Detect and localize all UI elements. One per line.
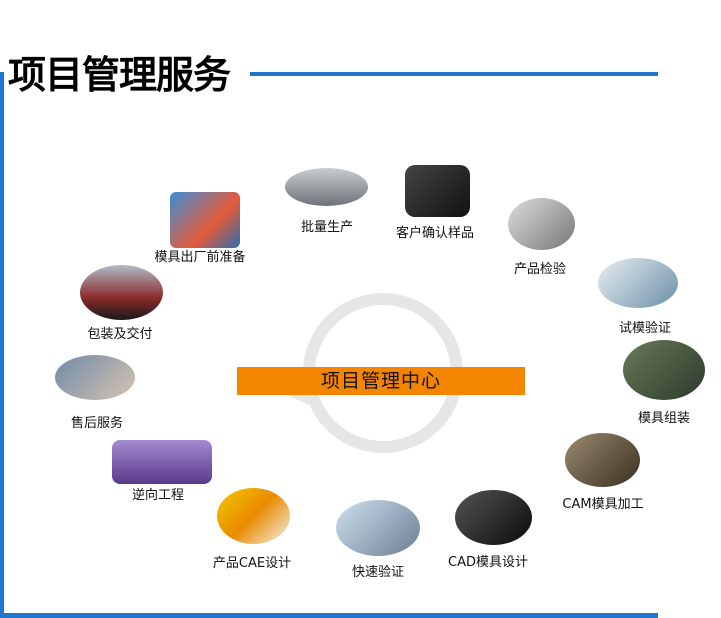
page-title: 项目管理服务 [8, 52, 233, 98]
reverse-engineering-icon [112, 440, 212, 484]
center-label: 项目管理中心 [237, 367, 525, 395]
production-line-icon [285, 168, 368, 206]
prototype-icon [336, 500, 420, 556]
ship-icon [80, 265, 163, 320]
step-label: 模具组装 [637, 411, 691, 426]
step-label: CAM模具加工 [562, 497, 644, 512]
step-label: 逆向工程 [131, 488, 185, 503]
mold-assembly-icon [623, 340, 705, 400]
inspection-machine-icon [508, 198, 575, 250]
step-label: 产品CAE设计 [212, 556, 292, 571]
step-label: 模具出厂前准备 [154, 250, 246, 265]
cad-workstation-icon [455, 490, 532, 545]
handshake-icon [55, 355, 135, 400]
cae-simulation-icon [217, 488, 290, 544]
mold-icon [170, 192, 240, 248]
step-label: 快速验证 [351, 565, 405, 580]
frame-bottom-line [0, 613, 658, 618]
step-label: 售后服务 [70, 416, 124, 431]
step-label: 批量生产 [300, 220, 354, 235]
step-label: 客户确认样品 [395, 226, 475, 241]
step-label: 试模验证 [618, 321, 672, 336]
step-label: CAD模具设计 [448, 555, 528, 570]
step-label: 包装及交付 [87, 327, 153, 342]
cnc-machining-icon [565, 433, 640, 487]
frame-top-line [250, 72, 658, 76]
trial-mold-icon [598, 258, 678, 308]
frame-left-line [0, 72, 4, 618]
sample-part-icon [405, 165, 470, 217]
step-label: 产品检验 [513, 262, 567, 277]
